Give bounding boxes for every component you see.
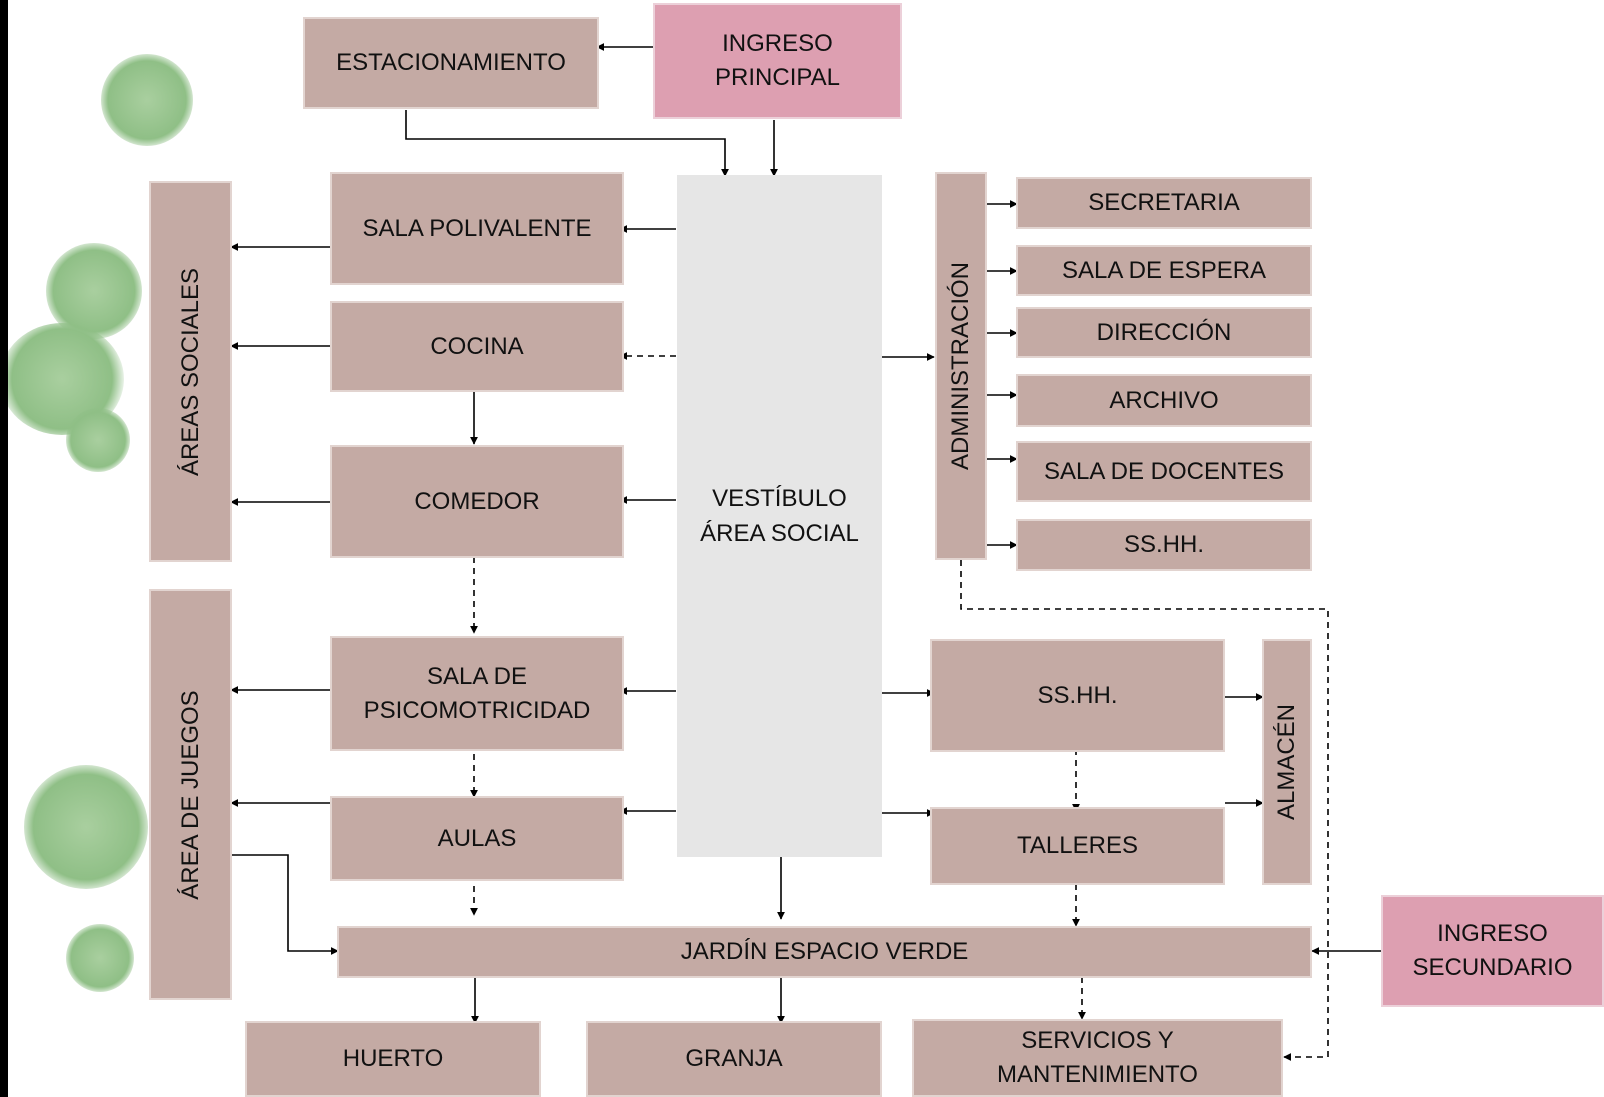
vestibulo-box: VESTÍBULO ÁREA SOCIAL [677, 175, 882, 857]
direccion-label: DIRECCIÓN [1096, 318, 1232, 346]
huerto-box: HUERTO [245, 1021, 541, 1097]
archivo-label: ARCHIVO [1109, 386, 1219, 414]
direccion-box: DIRECCIÓN [1016, 307, 1312, 358]
granja-label: GRANJA [685, 1045, 783, 1072]
comedor-label: COMEDOR [414, 487, 540, 515]
ingreso-principal-box: INGRESO PRINCIPAL [653, 3, 902, 119]
secretaria-label: SECRETARIA [1088, 189, 1240, 216]
servicios-box: SERVICIOS Y MANTENIMIENTO [912, 1019, 1283, 1097]
estacionamiento-label: ESTACIONAMIENTO [336, 49, 566, 76]
arrow-estacionamiento-vestibulo [405, 110, 729, 177]
sala-espera-box: SALA DE ESPERA [1016, 245, 1312, 296]
ingreso-secundario-label: INGRESO SECUNDARIO [1412, 920, 1573, 981]
ingreso-secundario-box: INGRESO SECUNDARIO [1381, 895, 1604, 1007]
talleres-box: TALLERES [930, 807, 1225, 885]
granja-box: GRANJA [586, 1021, 882, 1097]
cocina-box: COCINA [330, 301, 624, 392]
administracion-label: ADMINISTRACIÓN [947, 261, 974, 471]
sala-docentes-label: SALA DE DOCENTES [1043, 457, 1285, 485]
sshh-admin-label: SS.HH. [1123, 531, 1204, 558]
aulas-box: AULAS [330, 796, 624, 881]
vestibulo-label: VESTÍBULO ÁREA SOCIAL [700, 485, 859, 547]
aulas-label: AULAS [437, 824, 517, 852]
cocina-label: COCINA [430, 332, 524, 360]
estacionamiento-box: ESTACIONAMIENTO [303, 17, 599, 109]
almacen-band: ALMACÉN [1262, 639, 1312, 885]
tree-icon [24, 765, 148, 889]
sshh-label: SS.HH. [1037, 681, 1118, 709]
arrow-juegos-jardin [231, 854, 339, 955]
tree-icon [66, 924, 134, 992]
huerto-label: HUERTO [342, 1045, 444, 1072]
area-juegos-label: ÁREA DE JUEGOS [176, 689, 204, 900]
ingreso-principal-label: INGRESO PRINCIPAL [715, 30, 840, 91]
jardin-box: JARDÍN ESPACIO VERDE [337, 926, 1312, 978]
sala-espera-label: SALA DE ESPERA [1061, 256, 1267, 284]
bubble-diagram: ESTACIONAMIENTO INGRESO PRINCIPAL VESTÍB… [8, 0, 1604, 1097]
servicios-label: SERVICIOS Y MANTENIMIENTO [997, 1027, 1198, 1088]
administracion-band: ADMINISTRACIÓN [935, 172, 987, 560]
sala-psicomotricidad-label: SALA DE PSICOMOTRICIDAD [363, 662, 591, 724]
tree-icon [101, 54, 193, 146]
areas-sociales-band: ÁREAS SOCIALES [149, 181, 232, 562]
talleres-label: TALLERES [1017, 832, 1138, 859]
tree-icon [66, 408, 130, 472]
connector-lines [230, 43, 1384, 1061]
sala-psicomotricidad-box: SALA DE PSICOMOTRICIDAD [330, 636, 624, 751]
comedor-box: COMEDOR [330, 445, 624, 558]
sala-docentes-box: SALA DE DOCENTES [1016, 441, 1312, 502]
secretaria-box: SECRETARIA [1016, 177, 1312, 229]
sala-polivalente-label: SALA POLIVALENTE [362, 214, 592, 242]
areas-sociales-label: ÁREAS SOCIALES [176, 267, 204, 476]
archivo-box: ARCHIVO [1016, 374, 1312, 427]
sshh-box: SS.HH. [930, 639, 1225, 752]
area-juegos-band: ÁREA DE JUEGOS [149, 589, 232, 1000]
sshh-admin-box: SS.HH. [1016, 519, 1312, 571]
sala-polivalente-box: SALA POLIVALENTE [330, 172, 624, 285]
jardin-label: JARDÍN ESPACIO VERDE [680, 938, 969, 965]
almacen-label: ALMACÉN [1273, 703, 1300, 821]
